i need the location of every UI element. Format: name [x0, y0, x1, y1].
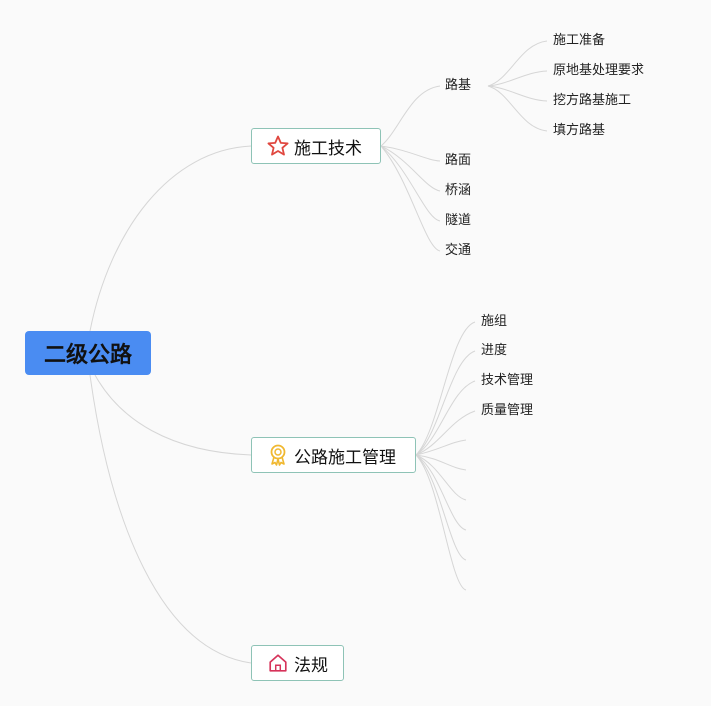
root-topic[interactable]: 二级公路 — [25, 331, 151, 375]
connector-b2-6 — [415, 454, 467, 471]
connector-b2-1 — [415, 321, 476, 456]
connector-luji-4 — [487, 85, 548, 132]
branch-label: 法规 — [294, 655, 328, 676]
connector-luji-3 — [487, 85, 548, 102]
connector-b1-jiaotong — [380, 145, 441, 252]
star-icon — [266, 134, 290, 158]
branch-label: 公路施工管理 — [294, 447, 396, 468]
connector-luji-1 — [487, 40, 548, 87]
connector-b2-5 — [415, 439, 467, 456]
subtopic-suidao[interactable]: 隧道 — [445, 213, 472, 228]
subtopic-zhiliang-guanli[interactable]: 质量管理 — [481, 403, 534, 418]
connector-b1-suidao — [380, 145, 441, 222]
subtopic-shizu[interactable]: 施组 — [481, 314, 508, 329]
subtopic-luji-item[interactable]: 挖方路基施工 — [553, 93, 632, 108]
branch-label: 施工技术 — [294, 138, 362, 159]
connector-root-branch2 — [94, 374, 252, 456]
connector-b2-10 — [415, 454, 467, 591]
connector-b2-4 — [415, 410, 476, 456]
home-icon — [266, 651, 290, 675]
branch-topic-regulations[interactable]: 法规 — [251, 645, 344, 681]
connector-b2-7 — [415, 454, 467, 501]
award-ribbon-icon — [266, 443, 290, 467]
subtopic-lumian[interactable]: 路面 — [445, 153, 472, 168]
subtopic-luji-item[interactable]: 填方路基 — [553, 123, 606, 138]
subtopic-luji-item[interactable]: 原地基处理要求 — [553, 63, 645, 78]
subtopic-luji-item[interactable]: 施工准备 — [553, 33, 606, 48]
connector-b2-8 — [415, 454, 467, 531]
subtopic-luji[interactable]: 路基 — [445, 78, 472, 93]
root-topic-label: 二级公路 — [43, 343, 132, 368]
connector-b1-luji — [380, 85, 441, 147]
connector-b1-lumian — [380, 145, 441, 162]
subtopic-jindu[interactable]: 进度 — [481, 343, 508, 358]
subtopic-jiaotong[interactable]: 交通 — [445, 243, 472, 258]
subtopic-qiaohan[interactable]: 桥涵 — [445, 183, 472, 198]
connector-root-branch1 — [89, 145, 252, 332]
subtopic-jishu-guanli[interactable]: 技术管理 — [481, 373, 534, 388]
connector-b2-9 — [415, 454, 467, 561]
connector-luji-2 — [487, 70, 548, 87]
connector-root-branch3 — [89, 374, 252, 664]
branch-topic-construction-management[interactable]: 公路施工管理 — [251, 437, 416, 473]
branch-topic-construction-tech[interactable]: 施工技术 — [251, 128, 381, 164]
connector-b2-2 — [415, 350, 476, 456]
connector-b1-qiaohan — [380, 145, 441, 192]
connector-b2-3 — [415, 380, 476, 456]
